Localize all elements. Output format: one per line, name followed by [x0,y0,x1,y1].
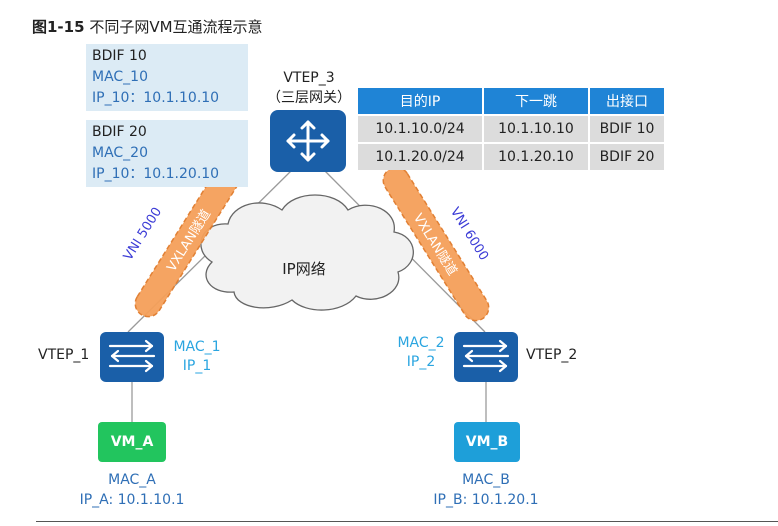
table-cell: 10.1.10.10 [484,116,588,142]
vm-a[interactable]: VM_A [98,422,166,462]
router-icon[interactable] [270,110,346,172]
vtep3-name: VTEP_3 [283,70,335,86]
vtep1-name: VTEP_1 [38,347,90,363]
vni-left-label: VNI 5000 [121,205,165,264]
vtep2-name: VTEP_2 [526,347,578,363]
vtep3-role: （三层网关） [267,90,351,106]
vm-b[interactable]: VM_B [454,422,520,462]
cloud-icon [200,194,414,311]
routing-table: 目的IP 下一跳 出接口 10.1.10.0/24 10.1.10.10 BDI… [356,86,666,172]
table-cell: 10.1.20.10 [484,144,588,170]
ip-network-label: IP网络 [282,260,326,278]
table-row: 10.1.10.0/24 10.1.10.10 BDIF 10 [358,116,664,142]
switch-icon[interactable] [100,332,164,382]
vtep1-ip: IP_1 [182,358,212,374]
vm-a-mac: MAC_A [108,472,156,488]
switch-icon[interactable] [454,332,518,382]
vtep3-label: VTEP_3 （三层网关） [254,68,364,108]
vtep2-mac: MAC_2 [397,335,445,351]
vtep2-ip: IP_2 [406,354,436,370]
vm-b-ip: IP_B: 10.1.20.1 [433,492,539,508]
figure-number: 图1-15 [32,18,85,36]
bdif-20-name: BDIF 20 [92,124,147,140]
table-cell: 10.1.10.0/24 [358,116,482,142]
bdif-10-box: BDIF 10 MAC_10 IP_10：10.1.10.10 [86,44,248,111]
routing-table-header: 目的IP 下一跳 出接口 [358,88,664,114]
col-out-interface: 出接口 [590,88,664,114]
vtep1-mac: MAC_1 [173,339,221,355]
bdif-20-ip: IP_10：10.1.20.10 [92,166,220,182]
bdif-20-mac: MAC_20 [92,145,148,161]
vtep2-addr: MAC_2 IP_2 [390,334,452,372]
col-dest-ip: 目的IP [358,88,482,114]
vm-b-mac: MAC_B [462,472,510,488]
figure-caption: 不同子网VM互通流程示意 [89,18,263,36]
bottom-divider [36,521,778,522]
vtep1-addr: MAC_1 IP_1 [166,338,228,376]
vm-a-info: MAC_A IP_A: 10.1.10.1 [62,470,202,510]
vni-left: VNI 5000 [121,205,165,264]
vm-a-ip: IP_A: 10.1.10.1 [79,492,185,508]
bdif-20-box: BDIF 20 MAC_20 IP_10：10.1.20.10 [86,120,248,187]
table-cell: BDIF 20 [590,144,664,170]
col-next-hop: 下一跳 [484,88,588,114]
figure-title: 图1-15 不同子网VM互通流程示意 [32,16,263,37]
table-cell: 10.1.20.0/24 [358,144,482,170]
bdif-10-ip: IP_10：10.1.10.10 [92,90,220,106]
bdif-10-mac: MAC_10 [92,69,148,85]
table-cell: BDIF 10 [590,116,664,142]
vm-b-info: MAC_B IP_B: 10.1.20.1 [416,470,556,510]
bdif-10-name: BDIF 10 [92,48,147,64]
table-row: 10.1.20.0/24 10.1.20.10 BDIF 20 [358,144,664,170]
